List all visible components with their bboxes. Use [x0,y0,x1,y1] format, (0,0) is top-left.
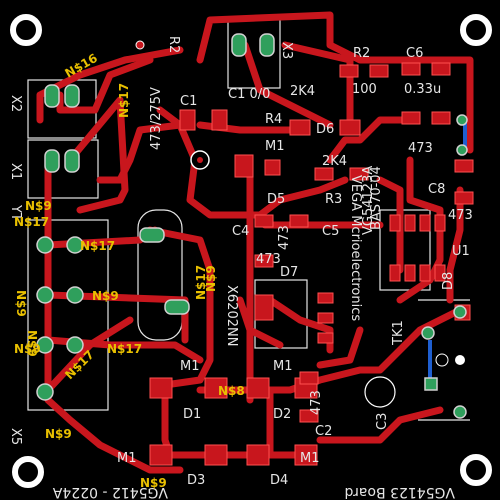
label-033u: 0.33u [404,82,441,97]
label-c8: C8 [428,182,445,197]
net-label: N$9 [25,199,52,213]
net-label: N$17 [194,265,208,300]
label-r2: R2 [353,46,370,61]
mount-hole-br [460,454,492,486]
label-m1-bot: M1 [117,451,137,466]
label-c1-vo: C1 0/0 [228,87,270,102]
label-c1: C1 [180,94,197,109]
net-label: N$8 [218,384,245,398]
label-trademark: VEGA Mcrioelectronics [348,175,363,321]
label-2k4: 2K4 [290,84,315,99]
net-label: N$9 [140,476,167,490]
label-473-g: 473 [309,390,324,415]
label-m1-bot2: M1 [300,451,320,466]
net-label: N$9 [25,330,39,357]
net-label: N$9 [45,427,72,441]
label-473-c: 473 [408,141,433,156]
label-x3: X3 [279,42,294,59]
label-473-d: 473 [448,208,473,223]
net-label: N$17 [80,239,115,253]
label-m1-top: M1 [265,139,285,154]
mount-hole-tl [10,14,42,46]
label-yt: YT [8,204,23,221]
net-label: N$9 [14,290,28,317]
label-2k4b: 2K4 [322,154,347,169]
net-label: N$17 [117,83,131,118]
net-label: N$9 [14,342,41,356]
label-bottom-left: VG5412 - 0224A [52,484,168,500]
label-c3: C3 [375,413,390,430]
label-m1-mid2: M1 [273,359,293,374]
label-d4: D4 [270,473,288,488]
net-label: N$17 [14,215,49,229]
label-x1: X1 [8,163,23,180]
net-label: N$9 [204,265,218,292]
u1-pads [389,214,446,282]
mount-hole-bl [12,456,44,488]
label-473-275: 473/275V [149,87,164,150]
label-tk1: TK1 [391,320,406,346]
through-hole-pads [36,33,468,419]
label-d8: D8 [441,272,456,290]
label-d7: D7 [280,265,298,280]
label-x5: X5 [8,428,23,445]
label-m1-mid: M1 [180,359,200,374]
label-d6: D6 [316,122,334,137]
label-u1: U1 [452,244,470,259]
label-bas70: BAS70-04 [369,166,384,230]
label-c5: C5 [322,224,339,239]
label-d5: D5 [267,192,285,207]
blue-traces [428,120,467,380]
label-ic-silk: VG54123A [361,166,376,235]
label-473-f: 473 [256,252,281,267]
board-silk [27,17,470,421]
net-label: N$17 [107,342,142,356]
label-100: 100 [352,82,377,97]
label-x2: X2 [8,95,23,112]
label-zener: X6202NN [224,285,239,346]
label-d1: D1 [183,407,201,422]
label-d3: D3 [187,473,205,488]
label-c6: C6 [406,46,423,61]
label-bottom-right: VG54123 Board [344,484,455,500]
mount-hole-tr [460,14,492,46]
label-r3: R3 [325,192,342,207]
component-labels: R2 X3 R2 C6 C1 0/0 2K4 100 0.33u C1 R4 D… [8,36,473,500]
label-r4: R4 [265,112,282,127]
label-r2-top: R2 [166,36,181,53]
label-d2: D2 [273,407,291,422]
label-c2: C2 [315,424,332,439]
net-label: N$9 [92,289,119,303]
label-c4: C4 [232,224,249,239]
label-473-e: 473 [277,225,292,250]
